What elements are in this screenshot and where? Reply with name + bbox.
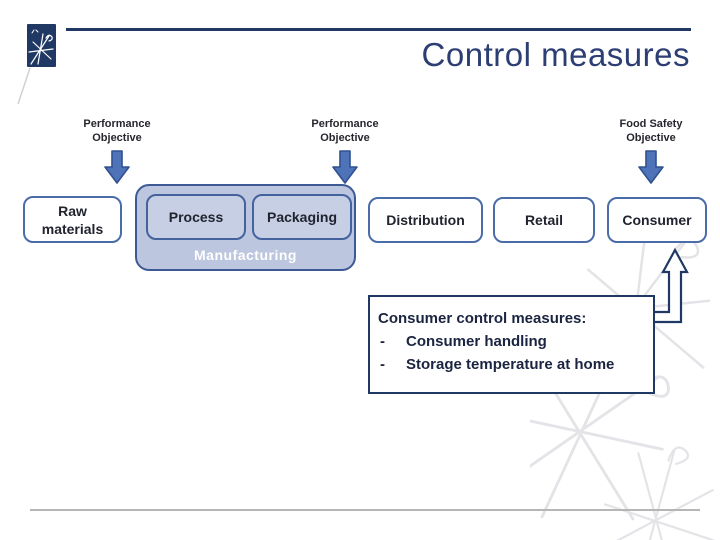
stage-box-raw-materials: Raw materials: [23, 196, 122, 243]
stage-box-retail: Retail: [493, 197, 595, 243]
callout-item: - Consumer handling: [378, 330, 647, 353]
down-arrow-icon: [104, 150, 130, 184]
stage-box-packaging: Packaging: [252, 194, 352, 240]
callout-box: Consumer control measures: - Consumer ha…: [368, 295, 655, 394]
header-rule: [66, 28, 691, 31]
callout-item-text: Consumer handling: [406, 333, 547, 350]
stage-box-consumer: Consumer: [607, 197, 707, 243]
down-arrow-icon: [638, 150, 664, 184]
performance-objective-label-left: Performance Objective: [83, 118, 151, 144]
page-title: Control measures: [421, 36, 690, 73]
stage-box-distribution: Distribution: [368, 197, 483, 243]
manufacturing-group-label: Manufacturing: [194, 247, 297, 263]
compass-star-icon: [28, 29, 54, 65]
callout-item-text: Storage temperature at home: [406, 356, 615, 373]
bullet-dash: -: [380, 333, 385, 350]
stage-box-process: Process: [146, 194, 246, 240]
callout-heading: Consumer control measures:: [378, 310, 587, 327]
performance-objective-label-mid: Performance Objective: [311, 118, 379, 144]
org-logo: [17, 24, 56, 105]
footer-rule: [30, 509, 700, 511]
callout-item: - Storage temperature at home: [378, 353, 647, 376]
food-safety-objective-label: Food Safety Objective: [619, 118, 683, 144]
bullet-dash: -: [380, 356, 385, 373]
manufacturing-group: Process Packaging Manufacturing: [135, 184, 356, 271]
down-arrow-icon: [332, 150, 358, 184]
